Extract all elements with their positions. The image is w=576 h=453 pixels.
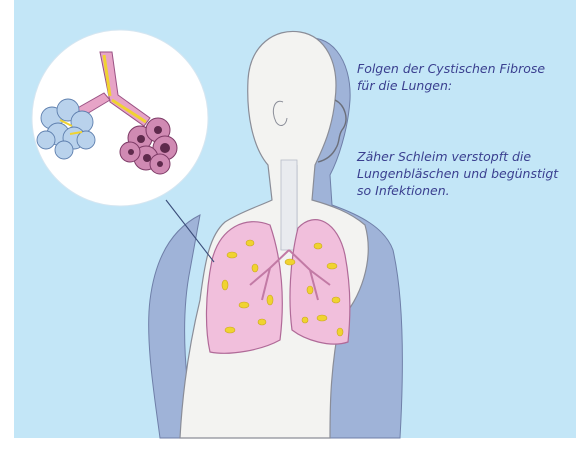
caption-body: Zäher Schleim verstopft die Lungenbläsch… xyxy=(357,148,572,199)
caption-title: Folgen der Cystischen Fibrose für die Lu… xyxy=(357,60,567,94)
trachea-tube xyxy=(281,160,297,250)
